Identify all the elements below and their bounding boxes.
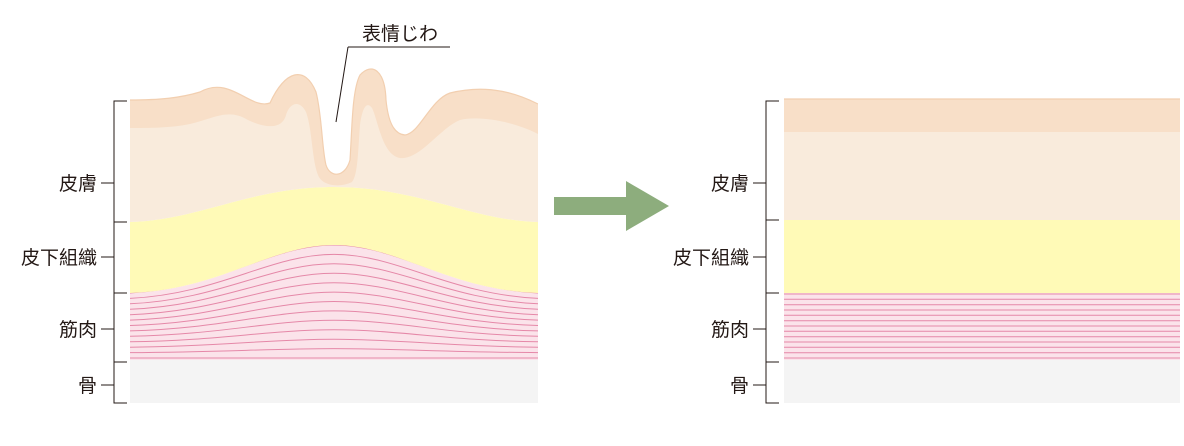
- muscle-fiber-line: [130, 338, 538, 348]
- left-muscle-fibers: [130, 244, 538, 359]
- wrinkle-label: 表情じわ: [362, 23, 438, 45]
- muscle-fiber-line: [130, 291, 538, 321]
- muscle-fiber-line: [130, 282, 538, 316]
- left-label-muscle: 筋肉: [59, 319, 97, 341]
- right-dermis-layer: [784, 132, 1180, 220]
- right-label-subcutaneous: 皮下組織: [673, 247, 749, 269]
- left-label-skin: 皮膚: [59, 173, 97, 195]
- right-epidermis-layer: [784, 99, 1180, 132]
- muscle-fiber-line: [130, 272, 538, 310]
- left-label-subcutaneous: 皮下組織: [21, 247, 97, 269]
- left-subcutaneous-layer: [130, 187, 538, 293]
- left-epidermis-layer: [130, 68, 538, 186]
- muscle-fiber-line: [130, 300, 538, 326]
- muscle-fiber-line: [130, 348, 538, 354]
- muscle-fiber-line: [130, 253, 538, 299]
- right-bone-layer: [784, 360, 1180, 403]
- right-bracket: [753, 100, 779, 404]
- right-muscle-fibers: [784, 293, 1180, 359]
- left-label-bone: 骨: [78, 375, 97, 397]
- right-subcutaneous-layer: [784, 220, 1180, 293]
- left-skin-surface: [130, 68, 538, 175]
- right-label-muscle: 筋肉: [711, 319, 749, 341]
- wrinkle-callout: 表情じわ: [335, 23, 450, 123]
- muscle-fiber-line: [130, 263, 538, 305]
- left-bone-layer: [130, 360, 538, 403]
- left-bracket: [101, 100, 127, 404]
- right-label-bone: 骨: [730, 375, 749, 397]
- muscle-fiber-line: [130, 329, 538, 343]
- right-panel: [784, 98, 1180, 403]
- left-panel: [130, 68, 538, 403]
- transition-arrow: [554, 181, 669, 231]
- muscle-fiber-line: [130, 319, 538, 337]
- left-muscle-layer: [130, 245, 538, 360]
- muscle-fiber-line: [130, 310, 538, 332]
- right-label-skin: 皮膚: [711, 173, 749, 195]
